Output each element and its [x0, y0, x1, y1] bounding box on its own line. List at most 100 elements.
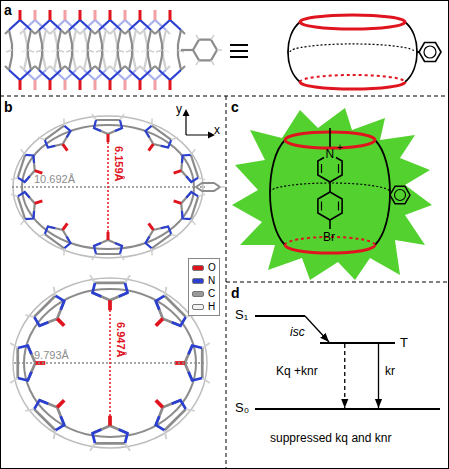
back-row	[20, 10, 170, 90]
atom-swatch	[192, 278, 204, 284]
barrel-outline	[270, 140, 390, 245]
legend-text: O	[208, 262, 216, 273]
double-bond	[322, 202, 339, 211]
back-equator	[290, 44, 415, 52]
rate-label: kr	[385, 365, 395, 377]
glycoluril-side-unit	[155, 10, 185, 90]
glycoluril-side-unit	[80, 10, 110, 90]
glycoluril-side-unit	[95, 10, 125, 90]
phenyl-link	[181, 49, 193, 51]
portal-rim	[285, 245, 375, 253]
equivalence-sign	[230, 45, 248, 57]
energy-level: T	[320, 342, 395, 344]
atom-label: N	[326, 148, 335, 160]
glycoluril-side-unit	[110, 10, 140, 90]
benzene-ring	[390, 186, 410, 203]
glycoluril-side-unit	[65, 10, 95, 90]
dimension-label: 9.793Å	[34, 350, 69, 361]
glycoluril-side-unit	[50, 10, 80, 90]
glycoluril-top-unit	[92, 114, 124, 142]
axis-label: x	[214, 124, 220, 136]
dimension-label: 6.947Å	[115, 322, 126, 357]
glycoluril-top-unit	[136, 214, 178, 255]
portal-rim	[300, 15, 405, 29]
height-dimension	[109, 310, 111, 416]
phenyl-ring	[193, 40, 217, 61]
legend-text: C	[208, 288, 215, 299]
portal-rim-back	[300, 75, 405, 82]
legend-entry: O	[192, 261, 216, 274]
dimension-label: 10.692Å	[34, 174, 75, 185]
biaryl-bond	[329, 182, 331, 192]
panel-letter: c	[231, 100, 239, 114]
glycoluril-top-unit	[142, 287, 195, 340]
level-label: T	[400, 336, 408, 349]
glycoluril-side-unit	[5, 10, 35, 90]
legend-box: ONCH	[188, 258, 220, 316]
portal-rim	[300, 82, 405, 89]
pyridinium-ring	[318, 158, 342, 183]
legend-entry: N	[192, 274, 216, 287]
level-label: S₁	[235, 308, 248, 321]
legend-entry: C	[192, 287, 216, 300]
phenyl-ring	[318, 192, 342, 220]
phenyl-ring	[196, 183, 220, 191]
level-label: S₀	[235, 401, 249, 414]
benzene-ring	[424, 46, 436, 58]
panel-letter: d	[231, 286, 240, 300]
atom-swatch	[192, 304, 204, 310]
atom-swatch	[192, 291, 204, 297]
glycoluril-top-unit	[142, 386, 195, 439]
panel-letter: b	[4, 100, 13, 114]
energy-level: S₁	[255, 315, 305, 317]
hydrogen-bond	[220, 186, 225, 188]
rate-label: isc	[290, 326, 305, 338]
legend-entry: H	[192, 300, 216, 313]
panel-letter: a	[4, 3, 12, 17]
glycoluril-top-unit	[90, 275, 130, 310]
atom-swatch	[192, 265, 204, 271]
height-dimension	[107, 142, 109, 232]
legend-text: H	[208, 301, 215, 312]
glycoluril-top-unit	[169, 149, 206, 188]
glycoluril-top-unit	[25, 287, 78, 340]
bromo-bond	[329, 220, 331, 229]
axis	[186, 113, 211, 135]
methyl-bond	[329, 128, 331, 147]
glycoluril-side-unit	[20, 10, 50, 90]
glycoluril-side-unit	[35, 10, 65, 90]
benzene-ring	[419, 43, 441, 62]
axis-arrowhead	[183, 109, 216, 139]
glycoluril-side-unit	[125, 10, 155, 90]
glycoluril-top-unit	[169, 186, 206, 225]
benzene-ring	[395, 190, 406, 201]
glycoluril-top-unit	[38, 118, 80, 159]
double-bond	[322, 164, 339, 173]
emission-burst	[232, 108, 432, 280]
glycoluril-top-unit	[90, 416, 130, 451]
back-equator	[270, 183, 390, 192]
hydrogen-bond	[196, 35, 222, 65]
barrel-outline	[288, 22, 417, 82]
panel-divider	[226, 282, 449, 283]
dimension-label: 6.159Å	[113, 146, 124, 181]
transition-arrow	[305, 316, 329, 342]
glycoluril-top-unit	[11, 186, 48, 225]
atom-label: Br	[323, 231, 335, 243]
glycoluril-top-unit	[25, 386, 78, 439]
panel-divider	[0, 96, 449, 97]
glycoluril-top-unit	[136, 118, 178, 159]
glycoluril-top-unit	[38, 214, 80, 255]
charge-label: +	[337, 143, 343, 153]
rate-label: Kq +knr	[276, 365, 318, 377]
transition-arrow	[378, 344, 379, 408]
axis-label: y	[176, 103, 182, 115]
glycoluril-top-unit	[92, 232, 124, 260]
transition-arrow	[344, 344, 345, 408]
energy-level: S₀	[255, 408, 440, 410]
caption-note: suppressed kq and knr	[270, 432, 391, 444]
legend-text: N	[208, 275, 215, 286]
